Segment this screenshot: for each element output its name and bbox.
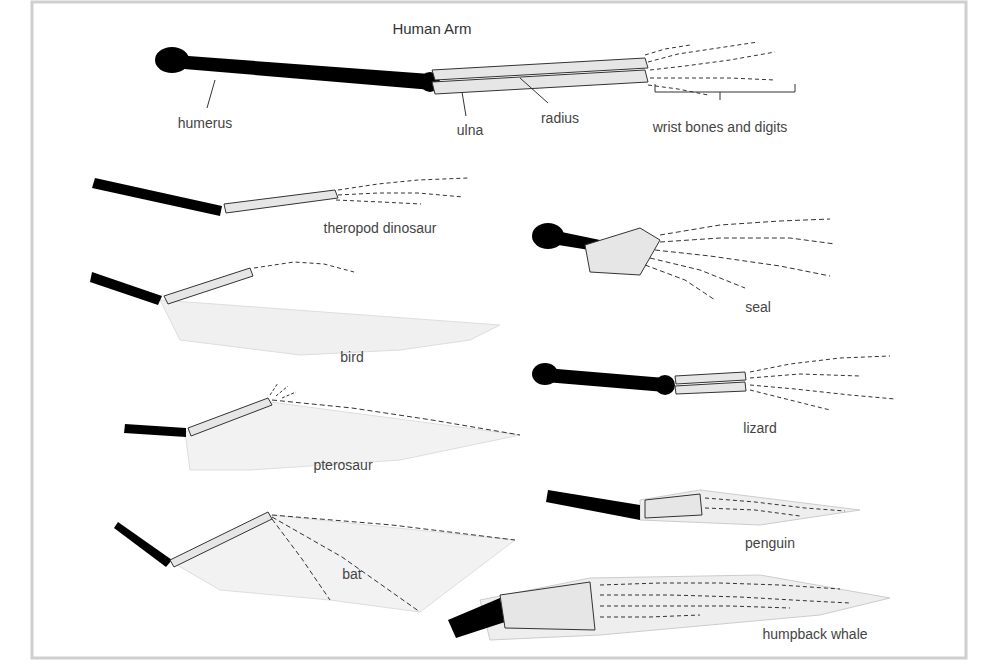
diagram-title: Human Arm: [392, 20, 471, 37]
part-label: wrist bones and digits: [650, 119, 790, 136]
part-label: radius: [541, 110, 579, 127]
part-label: seal: [745, 299, 771, 316]
part-label: lizard: [743, 420, 776, 437]
part-label: humpback whale: [762, 626, 867, 643]
part-label: penguin: [745, 535, 795, 552]
part-label: bat: [342, 566, 361, 583]
part-label: pterosaur: [313, 457, 372, 474]
frame: [32, 2, 966, 658]
part-label: humerus: [178, 115, 232, 132]
part-label: ulna: [457, 122, 483, 139]
part-label: bird: [340, 349, 363, 366]
part-label: theropod dinosaur: [324, 220, 437, 237]
